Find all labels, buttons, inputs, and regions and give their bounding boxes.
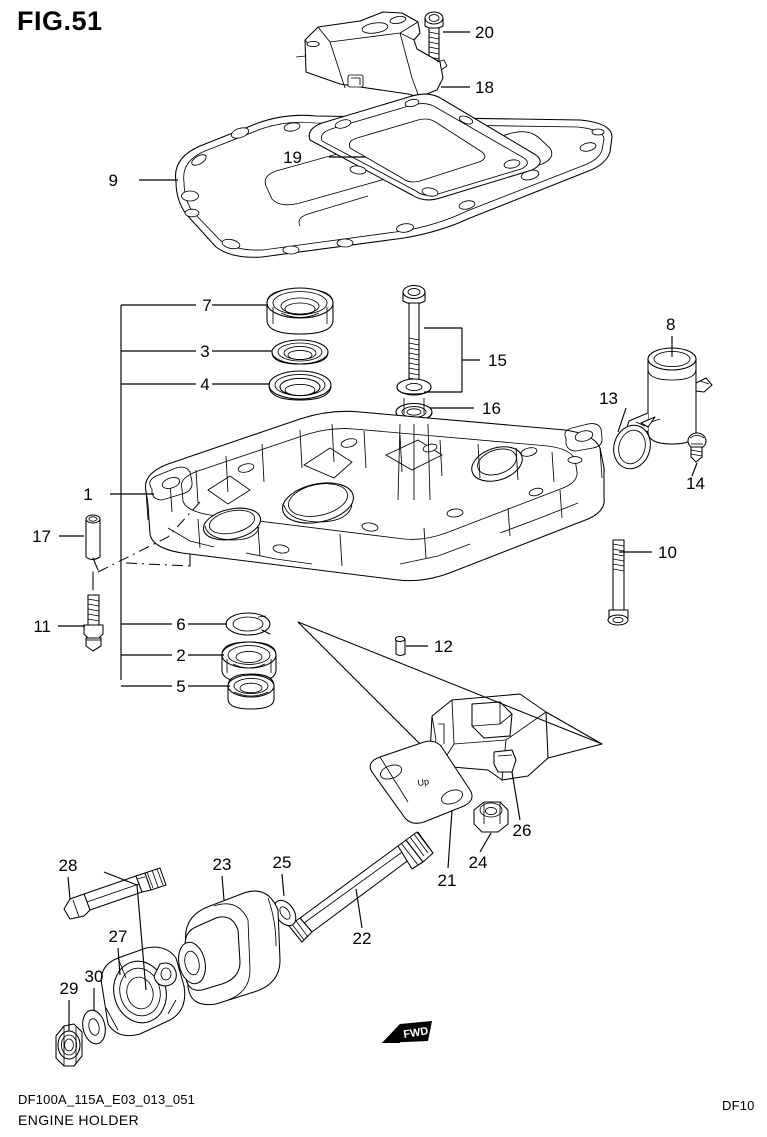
callout-27: 27 [109, 927, 128, 946]
callout-9: 9 [109, 171, 118, 190]
callout-25: 25 [273, 853, 292, 872]
part-15-center-bolt [402, 284, 426, 382]
pin-location-lines [92, 554, 191, 591]
part-14-short-screw [687, 432, 707, 463]
callout-3: 3 [200, 342, 209, 361]
callout-10: 10 [658, 543, 677, 562]
callout-1: 1 [83, 485, 92, 504]
callout-15: 15 [488, 351, 507, 370]
up-orientation-mark: Up [417, 776, 430, 788]
part-12-dowel-pin-small [394, 635, 406, 657]
part-28-lower-left-bolt [63, 867, 167, 920]
part-19-exhaust-gasket [308, 93, 541, 201]
svg-text:FWD: FWD [403, 1025, 430, 1041]
part-11-hex-bolt [83, 594, 104, 652]
callout-21: 21 [438, 871, 457, 890]
callout-7: 7 [202, 296, 211, 315]
part-29-lock-nut [55, 1023, 83, 1067]
callout-5: 5 [176, 677, 185, 696]
callout-numbers: 20 18 9 19 7 3 4 15 16 8 13 14 1 17 11 6… [32, 23, 705, 998]
part-22-mount-shaft-bolt [288, 831, 434, 943]
callout-4: 4 [200, 375, 209, 394]
fwd-direction-marker: FWD [382, 1021, 432, 1043]
callout-16: 16 [482, 399, 501, 418]
part-25-mount-washer [273, 899, 297, 927]
callout-23: 23 [213, 855, 232, 874]
part-4-oil-seal-large [268, 370, 332, 401]
callout-11: 11 [33, 617, 51, 636]
leader-lines [58, 31, 698, 1031]
part-15-bolt-washer [396, 378, 432, 396]
callout-26: 26 [513, 821, 532, 840]
part-1-engine-holder [144, 398, 605, 582]
part-13-o-ring [613, 424, 651, 470]
callout-19: 19 [283, 148, 302, 167]
callout-6: 6 [176, 615, 185, 634]
part-5-lower-oil-seal [227, 673, 275, 710]
model-code-right: DF10 [722, 1098, 755, 1113]
callout-20: 20 [475, 23, 494, 42]
part-3-oil-seal-small [271, 339, 329, 365]
callout-22: 22 [353, 929, 372, 948]
callout-14: 14 [686, 474, 705, 493]
part-6-snap-ring [225, 612, 271, 636]
figure-reference-code: DF100A_115A_E03_013_051 [18, 1092, 196, 1107]
figure-caption: ENGINE HOLDER [18, 1112, 140, 1128]
part-26-upper-mount-bracket [297, 621, 603, 781]
construction-lines [97, 501, 201, 573]
callout-17: 17 [32, 527, 51, 546]
part-18-cover [295, 11, 448, 98]
figure-title: FIG.51 [17, 6, 103, 36]
callout-2: 2 [176, 646, 185, 665]
part-23-rubber-mount [178, 890, 281, 1006]
callout-18: 18 [475, 78, 494, 97]
part-17-dowel-pin [85, 514, 101, 561]
part-24-mount-nut [473, 801, 509, 833]
callout-13: 13 [599, 389, 618, 408]
part-7-upper-bearing [266, 287, 334, 335]
callout-24: 24 [469, 853, 488, 872]
callout-8: 8 [666, 315, 675, 334]
callout-30: 30 [85, 967, 104, 986]
part-27-mount-housing [100, 946, 186, 1037]
part-30-plain-washer [82, 1009, 106, 1045]
callout-28: 28 [59, 856, 78, 875]
part-10-long-bolt-right [607, 539, 629, 626]
part-21-mount-plate: Up [369, 740, 473, 824]
part-2-lower-bearing [221, 641, 277, 683]
callout-12: 12 [434, 637, 453, 656]
callout-29: 29 [60, 979, 79, 998]
